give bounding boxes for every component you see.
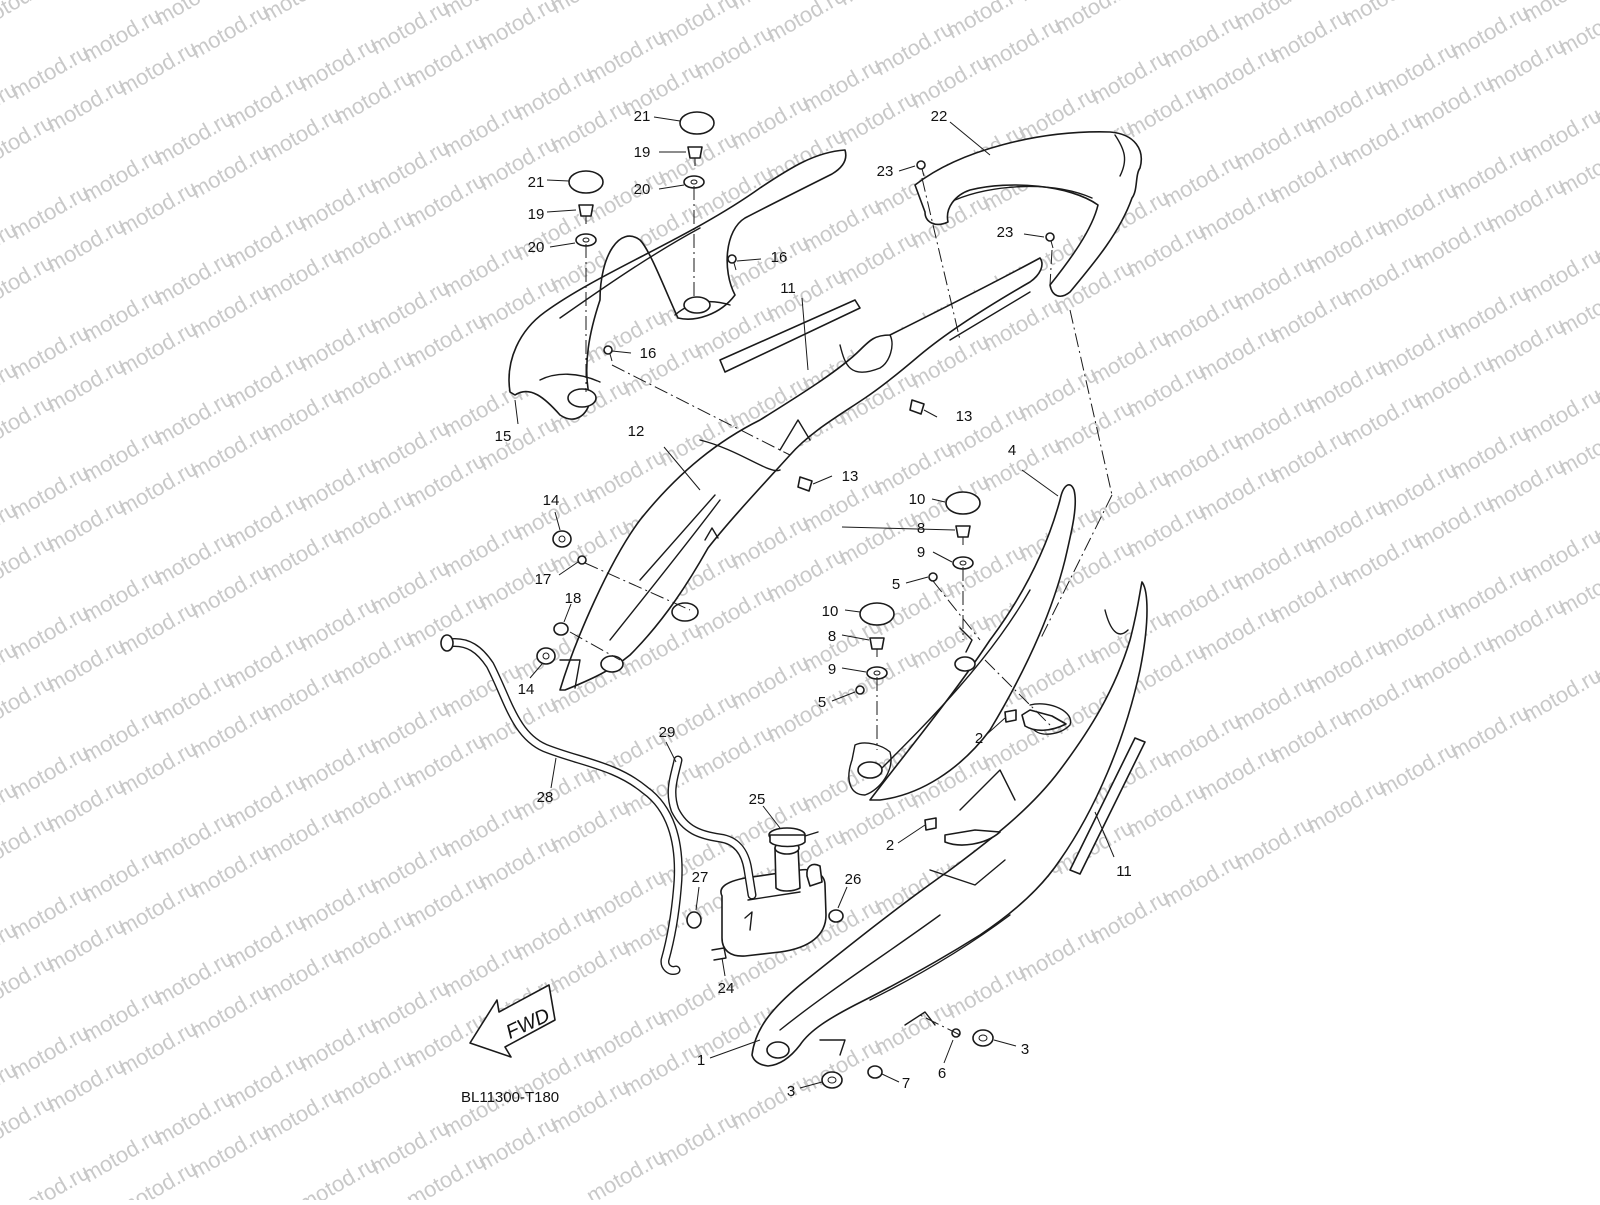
callout-11: 11 (780, 280, 796, 297)
watermark-text: motod.ru (1518, 102, 1600, 167)
callout-16: 16 (771, 249, 788, 266)
callout-1: 1 (697, 1052, 705, 1069)
callout-8: 8 (828, 628, 836, 645)
callout-25: 25 (749, 791, 766, 808)
callout-8: 8 (917, 520, 925, 537)
part-hose-29 (667, 755, 757, 900)
watermark-text: motod.ru (474, 0, 562, 55)
callout-5: 5 (818, 694, 826, 711)
callout-24: 24 (718, 980, 735, 997)
callout-13: 13 (842, 468, 859, 485)
callout-18: 18 (565, 590, 582, 607)
callout-19: 19 (528, 206, 545, 223)
callout-5: 5 (892, 576, 900, 593)
watermark-text: motod.ru (258, 0, 346, 26)
callout-14: 14 (543, 492, 560, 509)
callout-7: 7 (902, 1075, 910, 1092)
watermark-text: motod.ru (1518, 522, 1600, 587)
assembly-lines (569, 177, 1113, 1036)
part-decal-lower (1069, 737, 1146, 875)
watermark-text: motod.ru (1050, 0, 1138, 39)
watermark-text: motod.ru (1518, 382, 1600, 447)
callout-21: 21 (528, 174, 545, 191)
watermark-text: motod.ru (546, 0, 634, 18)
watermark-text: motod.ru (1518, 242, 1600, 307)
part-hose-28 (440, 634, 683, 975)
callout-6: 6 (938, 1065, 946, 1082)
callout-20: 20 (634, 181, 651, 198)
part-rear-cowl (914, 131, 1142, 297)
part-rear-grab-bar (508, 149, 847, 420)
callout-3: 3 (787, 1083, 795, 1100)
part-side-cover-lower (751, 581, 1148, 1067)
callout-17: 17 (535, 571, 552, 588)
callout-29: 29 (659, 724, 676, 741)
callout-19: 19 (634, 144, 651, 161)
watermark-text: motod.ru (1338, 0, 1426, 31)
callout-13: 13 (956, 408, 973, 425)
callout-23: 23 (997, 224, 1014, 241)
part-reservoir-tank (711, 827, 827, 961)
callout-22: 22 (931, 108, 948, 125)
callout-28: 28 (537, 789, 554, 806)
callout-10: 10 (822, 603, 839, 620)
watermark-text: motod.ru (0, 0, 58, 34)
callout-15: 15 (495, 428, 512, 445)
callouts: 1 2 2 3 3 4 5 5 6 7 8 8 9 9 10 10 11 11 … (495, 108, 1132, 1100)
callout-3: 3 (1021, 1041, 1029, 1058)
callout-9: 9 (828, 661, 836, 678)
callout-10: 10 (909, 491, 926, 508)
callout-9: 9 (917, 544, 925, 561)
callout-20: 20 (528, 239, 545, 256)
part-side-cover-frame (559, 257, 1043, 691)
fasteners (536, 111, 1055, 1089)
part-side-cover-right (848, 484, 1077, 801)
callout-21: 21 (634, 108, 651, 125)
diagram-code: BL11300-T180 (461, 1089, 559, 1106)
callout-2: 2 (975, 730, 983, 747)
callout-12: 12 (628, 423, 645, 440)
callout-16: 16 (640, 345, 657, 362)
callout-27: 27 (692, 869, 709, 886)
watermark-text: motod.ru (834, 0, 922, 10)
callout-2: 2 (886, 837, 894, 854)
watermark-text: motod.ru (1122, 0, 1210, 2)
part-decal-upper (719, 299, 861, 373)
part-bracket-2 (944, 709, 1067, 846)
watermark-text: motod.ru (762, 0, 850, 47)
callout-26: 26 (845, 871, 862, 888)
callout-23: 23 (877, 163, 894, 180)
callout-14: 14 (518, 681, 535, 698)
callout-11: 11 (1116, 863, 1132, 880)
leader-lines (514, 116, 1115, 1089)
watermark-text: motod.ru (1518, 662, 1600, 727)
callout-4: 4 (1008, 442, 1016, 459)
